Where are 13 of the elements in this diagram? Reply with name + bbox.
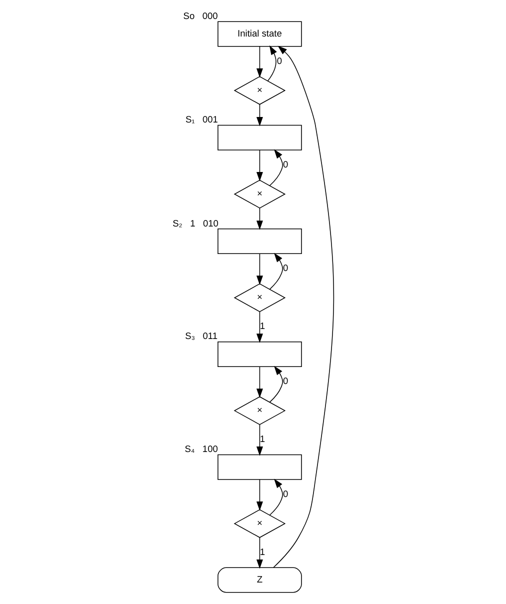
edge-label: 1 xyxy=(259,546,264,557)
node-label: So 000 xyxy=(182,11,218,22)
edge-label: 0 xyxy=(282,263,288,274)
edge-label: 1 xyxy=(259,321,264,332)
node-label: S₂ 1 010 xyxy=(172,218,218,228)
node-label: S₄ 100 xyxy=(184,444,218,454)
edge-label: 0 xyxy=(282,376,288,386)
edge-label: 0 xyxy=(282,160,288,170)
edge-label: 1 xyxy=(259,434,264,444)
node-label: S₃ 011 xyxy=(184,331,218,342)
edge-label: 0 xyxy=(282,488,288,499)
node-label: S₁ 001 xyxy=(184,114,218,125)
edge-label: 0 xyxy=(276,56,282,66)
